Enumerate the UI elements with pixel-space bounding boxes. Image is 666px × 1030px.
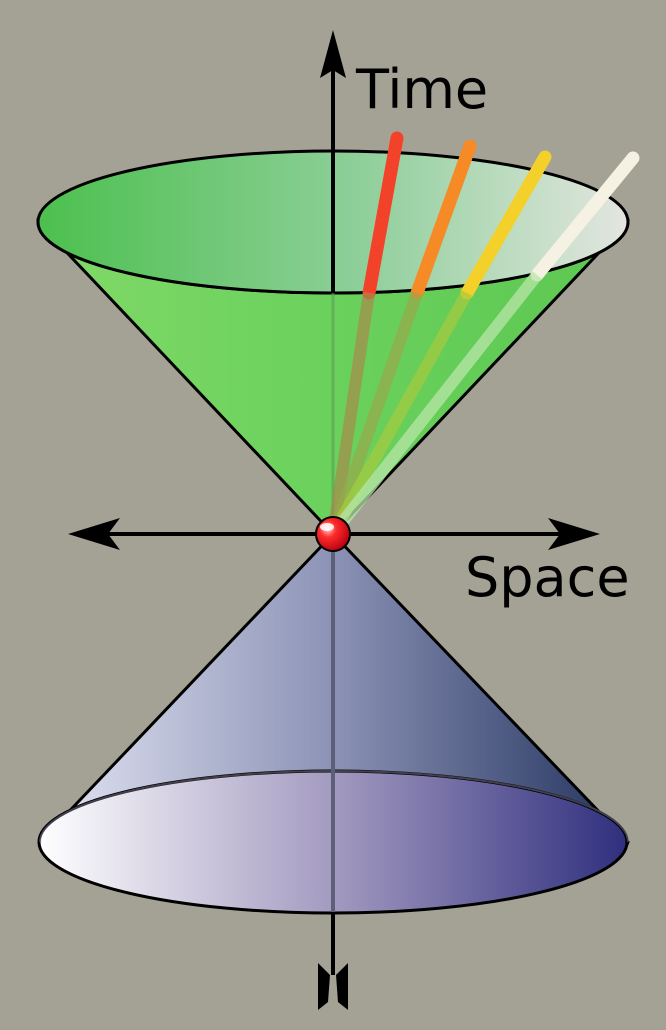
time-axis-tail [318,912,348,1010]
past-light-cone [37,531,630,975]
world-line-yellow [460,150,552,300]
world-line-white-inside [328,271,542,538]
space-axis-left-arrowhead [68,518,120,550]
world-line-orange-inside [327,291,423,536]
world-line-yellow-inside [327,290,473,537]
time-axis-fletching [318,963,348,1010]
space-axis-label: Space [465,546,630,609]
time-axis: Time [320,30,488,293]
world-line-white [530,151,640,282]
space-axis-right-arrowhead [548,518,600,550]
world-line-orange [410,139,477,300]
world-line-red-inside [327,292,375,535]
world-line-red [362,131,404,300]
event-point [315,516,351,552]
time-axis-arrowhead [320,30,346,78]
time-axis-label: Time [355,58,488,121]
world-lines [327,131,640,538]
